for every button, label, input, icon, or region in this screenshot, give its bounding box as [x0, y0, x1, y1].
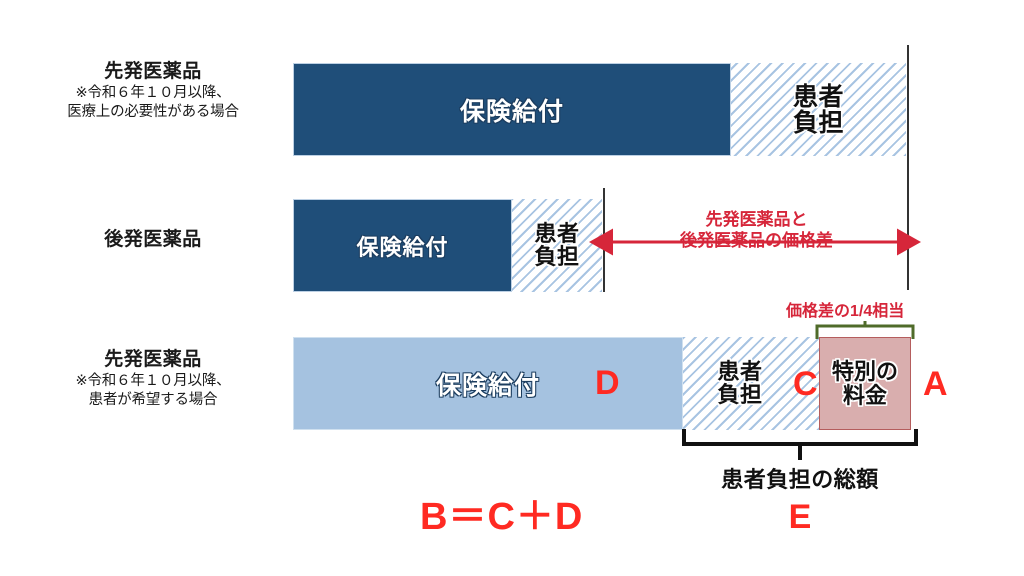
row-title: 後発医薬品: [104, 229, 202, 250]
marker-a: A: [923, 365, 948, 403]
price-difference-line2: 後発医薬品の価格差: [680, 231, 833, 251]
special-fee-line1: 特別の: [831, 359, 898, 385]
formula-b-equals-c-plus-d: B＝C＋D: [420, 496, 584, 538]
quarter-gap-annotation: 価格差の1/4相当: [786, 303, 905, 320]
price-difference-annotation: 先発医薬品と 後発医薬品の価格差: [604, 209, 909, 252]
row-title: 先発医薬品: [104, 349, 202, 370]
patient-burden-line1: 患者: [534, 220, 580, 246]
insurance-benefit-label: 保険給付: [435, 371, 540, 400]
marker-d: D: [595, 364, 620, 402]
bar-patient-burden-row1: 患者 負担: [731, 63, 906, 156]
patient-burden-label: 患者 負担: [717, 358, 763, 407]
total-burden-bracket: [680, 428, 920, 462]
row-note-line1: ※令和６年１０月以降、: [75, 373, 231, 390]
marker-c: C: [793, 365, 818, 403]
patient-burden-line1: 患者: [792, 82, 844, 111]
special-fee-line2: 料金: [842, 382, 887, 408]
patient-burden-label: 患者 負担: [793, 84, 844, 136]
patient-burden-line2: 負担: [717, 381, 763, 407]
row-label-brand-patient-request: 先発医薬品 ※令和６年１０月以降、 患者が希望する場合: [28, 348, 278, 409]
brand-price-reference-line: [907, 45, 909, 290]
row-note-line2: 医療上の必要性がある場合: [67, 103, 239, 120]
row-label-generic: 後発医薬品: [28, 228, 278, 252]
patient-burden-label: 患者 負担: [534, 220, 580, 269]
row-note-line2: 患者が希望する場合: [88, 391, 218, 408]
patient-burden-line2: 負担: [792, 108, 844, 137]
special-fee-box: 特別の 料金: [819, 337, 911, 430]
price-difference-arrow: [589, 228, 921, 256]
total-burden-caption: 患者負担の総額: [721, 467, 879, 492]
price-difference-line1: 先発医薬品と: [705, 210, 808, 229]
insurance-benefit-label: 保険給付: [459, 97, 564, 126]
row-title: 先発医薬品: [104, 61, 202, 82]
bar-insurance-benefit-row3: 保険給付: [293, 337, 683, 430]
row-label-brand-medically-necessary: 先発医薬品 ※令和６年１０月以降、 医療上の必要性がある場合: [28, 60, 278, 121]
patient-burden-line2: 負担: [534, 243, 580, 269]
bar-insurance-benefit-row1: 保険給付: [293, 63, 731, 156]
insurance-benefit-label: 保険給付: [356, 234, 449, 260]
special-fee-label: 特別の 料金: [832, 360, 898, 407]
quarter-gap-bracket: [814, 320, 916, 340]
marker-e: E: [788, 498, 812, 536]
row-note-line1: ※令和６年１０月以降、: [75, 85, 231, 102]
patient-burden-line1: 患者: [717, 358, 763, 384]
bar-insurance-benefit-row2: 保険給付: [293, 199, 512, 292]
bar-patient-burden-row2: 患者 負担: [512, 199, 602, 292]
bar-patient-burden-row3: 患者 負担: [683, 337, 819, 430]
